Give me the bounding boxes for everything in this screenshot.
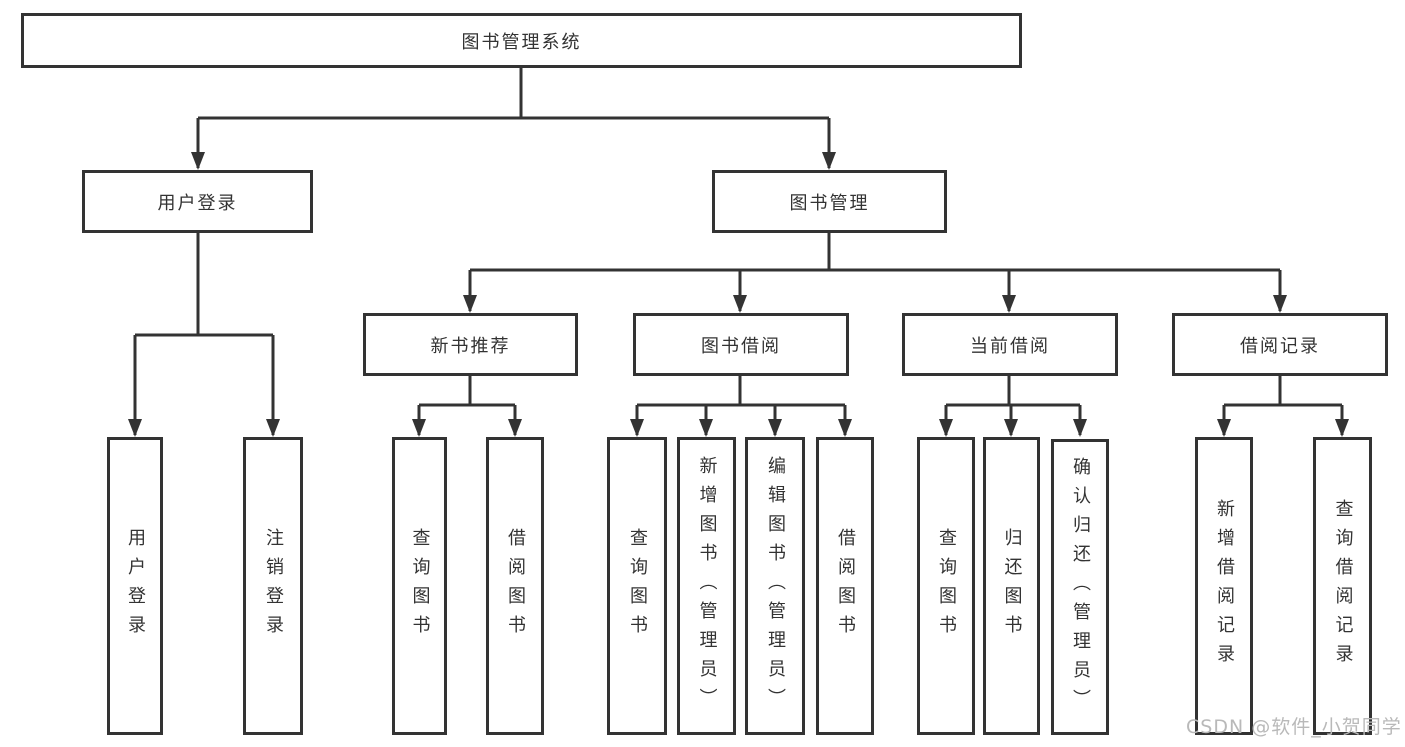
node-label: 查询图书: [409, 528, 431, 644]
node-new-book-recommendation: 新书推荐: [363, 313, 578, 376]
node-borrow-books: 借阅图书: [816, 437, 874, 735]
node-label: 新书推荐: [430, 335, 511, 357]
node-user-login-branch: 用户登录: [82, 170, 313, 233]
node-return-books: 归还图书: [983, 437, 1040, 735]
node-label: 归还图书: [1001, 528, 1023, 644]
node-label: 注销登录: [263, 528, 284, 644]
node-logout: 注销登录: [243, 437, 303, 735]
node-query-books-borrowing: 查询图书: [607, 437, 667, 735]
node-label: 图书管理: [789, 192, 870, 214]
node-label: 查询图书: [627, 528, 648, 644]
node-book-management: 图书管理: [712, 170, 947, 233]
node-label: 图书借阅: [701, 335, 781, 357]
node-query-borrow-record: 查询借阅记录: [1313, 437, 1372, 735]
node-borrow-books-recommend: 借阅图书: [486, 437, 544, 735]
node-add-borrow-record: 新增借阅记录: [1195, 437, 1253, 735]
node-edit-books-admin: 编辑图书（管理员）: [745, 437, 805, 735]
node-confirm-return-admin: 确认归还（管理员）: [1051, 439, 1109, 735]
node-label: 图书管理系统: [461, 31, 582, 53]
node-book-borrowing: 图书借阅: [633, 313, 849, 376]
node-label: 确认归还（管理员）: [1070, 456, 1091, 718]
node-label: 编辑图书（管理员）: [765, 455, 786, 717]
node-label: 用户登录: [157, 192, 238, 214]
csdn-watermark: CSDN @软件_小贺同学: [1186, 716, 1402, 738]
node-label: 查询图书: [936, 528, 957, 644]
node-borrowing-records: 借阅记录: [1172, 313, 1388, 376]
node-label: 借阅图书: [505, 528, 526, 644]
node-library-management-system: 图书管理系统: [21, 13, 1022, 68]
node-add-books-admin: 新增图书（管理员）: [677, 437, 736, 735]
node-label: 借阅图书: [835, 528, 856, 644]
node-label: 用户登录: [125, 528, 146, 644]
node-label: 查询借阅记录: [1332, 499, 1354, 673]
node-user-login: 用户登录: [107, 437, 163, 735]
node-label: 借阅记录: [1240, 335, 1320, 357]
node-label: 新增图书（管理员）: [696, 455, 718, 717]
node-query-books-current: 查询图书: [917, 437, 975, 735]
node-current-borrowing: 当前借阅: [902, 313, 1118, 376]
node-query-books-recommend: 查询图书: [392, 437, 447, 735]
node-label: 当前借阅: [970, 335, 1050, 357]
node-label: 新增借阅记录: [1214, 499, 1235, 673]
